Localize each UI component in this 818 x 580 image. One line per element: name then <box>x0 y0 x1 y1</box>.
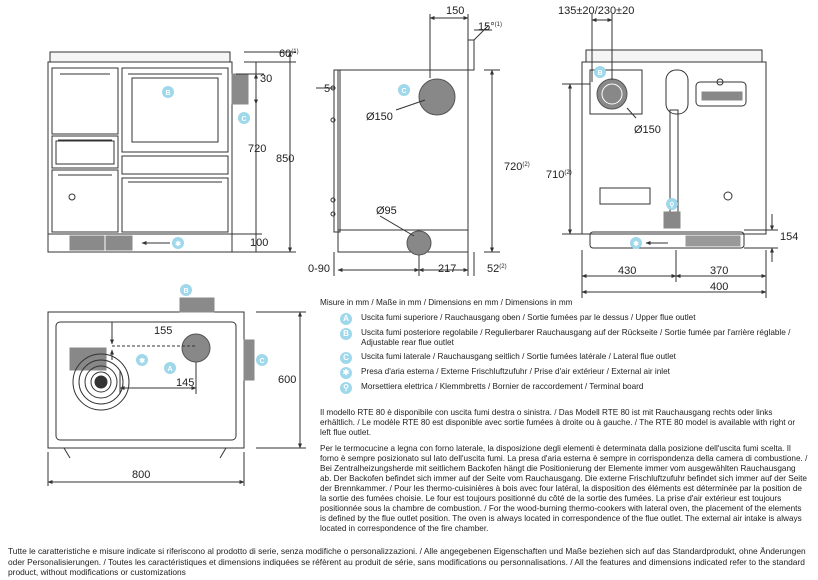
legend-text-c: Uscita fumi laterale / Rauchausgang seit… <box>361 351 676 361</box>
dim-back-400: 400 <box>710 281 728 293</box>
model-availability-note: Il modello RTE 80 è disponibile con usci… <box>320 408 796 437</box>
badge-air-front: ✱ <box>175 240 181 248</box>
dim-top-800: 800 <box>132 469 150 481</box>
badge-b-back: B <box>597 70 602 77</box>
dim-back-phi150: Ø150 <box>634 124 661 136</box>
dim-top-600: 600 <box>278 374 296 386</box>
dim-front-100: 100 <box>250 237 268 249</box>
badge-c-top: C <box>259 358 264 365</box>
legend-text-b: Uscita fumi posteriore regolabile / Regu… <box>361 327 791 348</box>
legend-badge-air: ✱ <box>340 366 352 379</box>
legend-item-b: B Uscita fumi posteriore regolabile / Re… <box>320 327 810 349</box>
dim-back-710: 710(2) <box>546 169 572 181</box>
back-view <box>581 49 767 249</box>
dim-back-370: 370 <box>710 265 728 277</box>
dimension-labels: 60(1) 30 720 850 100 150 15°(1) 5 Ø150 7… <box>132 5 798 481</box>
dim-top-145: 145 <box>176 377 194 389</box>
legend-badge-b: B <box>340 327 352 340</box>
badge-b-front: B <box>165 90 170 97</box>
legend-item-a: A Uscita fumi superiore / Rauchausgang o… <box>320 312 810 325</box>
dim-top-155: 155 <box>154 325 172 337</box>
legend-badge-terminal: ⚲ <box>340 381 352 394</box>
dim-back-154: 154 <box>780 231 798 243</box>
dim-front-top-offset: 60(1) <box>279 48 299 60</box>
dim-back-135-230: 135±20/230±20 <box>558 5 634 17</box>
footnote: Tutte le caratteristiche e misure indica… <box>8 546 806 577</box>
air-inlet-grille <box>69 235 105 251</box>
back-dim-lines <box>562 14 778 298</box>
badge-air-back: ✱ <box>633 240 639 248</box>
dim-side-217: 217 <box>438 263 456 275</box>
dim-side-720: 720(2) <box>504 161 530 173</box>
top-flue-pipe <box>181 333 211 363</box>
legend-text-air: Presa d'aria esterna / Externe Frischluf… <box>361 366 670 376</box>
legend-text-a: Uscita fumi superiore / Rauchausgang obe… <box>361 312 696 322</box>
top-dim-lines <box>47 311 306 486</box>
rear-outlet-block <box>231 73 249 105</box>
dim-front-720: 720 <box>248 143 266 155</box>
badge-c-side: C <box>401 88 406 95</box>
front-dim-lines <box>141 51 296 253</box>
dim-front-30: 30 <box>260 73 272 85</box>
badge-a-top: A <box>167 366 172 373</box>
dim-side-phi150: Ø150 <box>366 111 393 123</box>
badge-b-top: B <box>183 288 188 295</box>
badge-air-top: ✱ <box>139 357 145 365</box>
layout-note: Per le termocucine a legna con forno lat… <box>320 444 808 533</box>
legend-badge-c: C <box>340 351 352 364</box>
dim-side-15: 15°(1) <box>478 21 502 33</box>
top-view <box>47 297 255 459</box>
legend: Misure in mm / Maße in mm / Dimensions e… <box>320 298 810 397</box>
dim-side-0-90: 0-90 <box>308 263 330 275</box>
legend-text-terminal: Morsettiera elettrica / Klemmbretts / Bo… <box>361 381 644 391</box>
side-flue-pipe <box>418 78 456 116</box>
badges: B C ✱ C B ⚲ ✱ B C A ✱ <box>136 66 678 374</box>
badge-c-front: C <box>241 116 246 123</box>
dim-side-150: 150 <box>446 5 464 17</box>
side-view <box>330 39 475 256</box>
legend-item-c: C Uscita fumi laterale / Rauchausgang se… <box>320 351 810 364</box>
dim-front-850: 850 <box>276 153 294 165</box>
legend-badge-a: A <box>340 312 352 325</box>
terminal-box <box>663 211 681 229</box>
front-view <box>47 51 249 253</box>
side-air-pipe <box>406 230 432 256</box>
dim-back-430: 430 <box>618 265 636 277</box>
legend-title: Misure in mm / Maße in mm / Dimensions e… <box>320 298 573 307</box>
legend-item-air: ✱ Presa d'aria esterna / Externe Frischl… <box>320 366 810 379</box>
legend-item-terminal: ⚲ Morsettiera elettrica / Klemmbretts / … <box>320 381 810 394</box>
dim-side-5: 5 <box>324 83 330 95</box>
dim-side-phi95: Ø95 <box>376 205 397 217</box>
badge-term-back: ⚲ <box>669 201 674 209</box>
dim-side-52: 52(2) <box>487 263 507 275</box>
side-dim-lines <box>316 14 500 276</box>
